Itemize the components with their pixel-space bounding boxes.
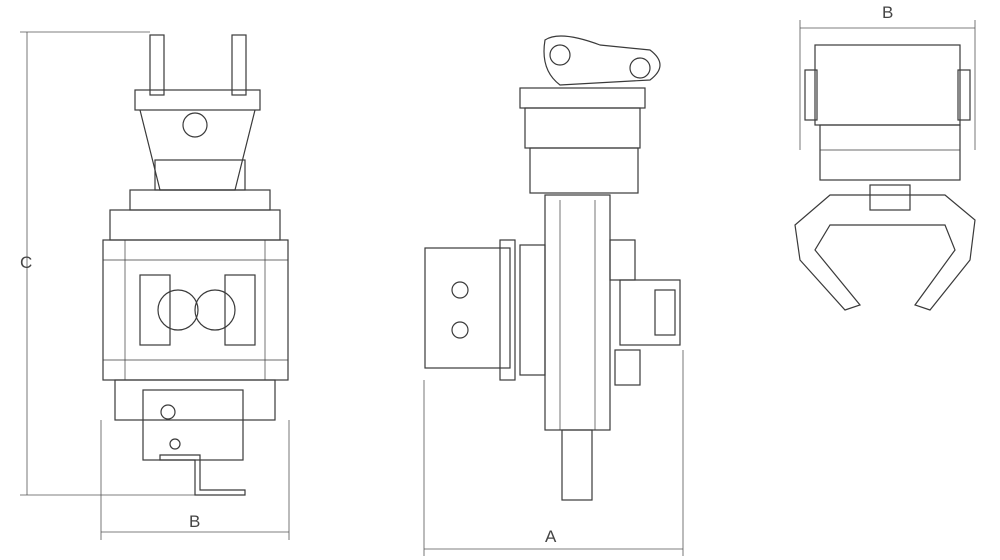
front-view-machine xyxy=(102,34,289,496)
top-view-machine xyxy=(794,44,976,311)
dimension-b-top xyxy=(799,20,976,150)
dimension-c xyxy=(20,31,200,496)
side-view-machine xyxy=(424,35,681,501)
dimension-label-a: A xyxy=(545,527,557,546)
dimension-label-b-front: B xyxy=(189,512,201,531)
dimension-label-c: C xyxy=(20,253,33,272)
dimension-b-front xyxy=(100,420,290,540)
dimension-a xyxy=(423,350,684,556)
dimension-label-b-top: B xyxy=(882,3,894,22)
